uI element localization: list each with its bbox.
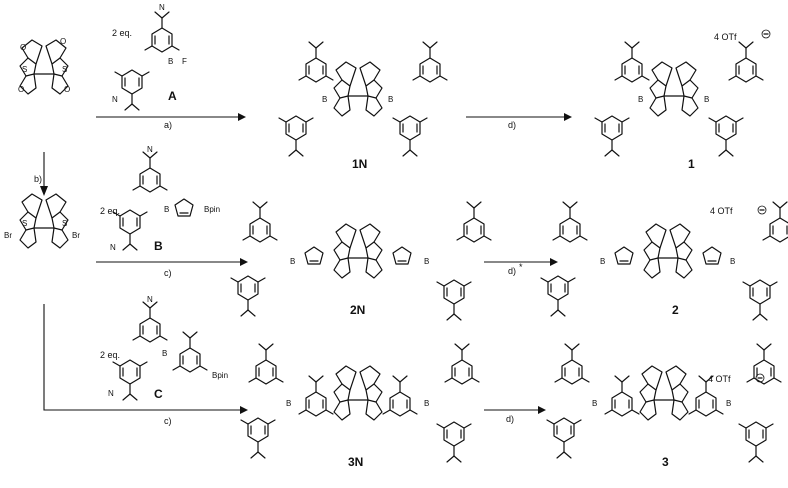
product-2n: B B 2N — [230, 201, 492, 321]
product-3: B B 4 OTf 3 — [546, 343, 782, 469]
sm-o3: O — [18, 85, 24, 94]
p2n-b-left: B — [290, 257, 295, 266]
condition-d2: d) — [508, 266, 516, 276]
counterion-minus-icon-2 — [757, 205, 767, 215]
p3n-b-left: B — [286, 399, 291, 408]
condition-d1: d) — [508, 120, 516, 130]
db-s-right: S — [62, 219, 67, 228]
p3-b-left: B — [592, 399, 597, 408]
p1n-b-left: B — [322, 95, 327, 104]
condition-d3: d) — [506, 414, 514, 424]
dibromo-br-left: Br — [4, 231, 12, 240]
reagent-b-bpin: Bpin — [204, 205, 220, 214]
arrow-c2 — [43, 304, 242, 411]
reagent-b-n-top: N — [147, 145, 153, 154]
condition-a: a) — [164, 120, 172, 130]
counterion-minus-icon — [761, 29, 771, 39]
condition-d2-mark: * — [519, 262, 523, 272]
reagent-c: B Bpin 2 eq. C N N — [100, 295, 228, 401]
product-3-counterion: 4 OTf — [708, 374, 731, 384]
product-1n-label: 1N — [352, 157, 367, 171]
product-1-label: 1 — [688, 157, 695, 171]
reagent-c-n-top: N — [147, 295, 153, 304]
dibromo-edot: Br Br S S — [4, 193, 80, 249]
sm-o4: O — [64, 85, 70, 94]
product-2-counterion: 4 OTf — [710, 206, 733, 216]
condition-c1: c) — [164, 268, 172, 278]
reagent-a-equiv: 2 eq. — [112, 28, 132, 38]
reagent-c-bpin: Bpin — [212, 371, 228, 380]
p2-b-left: B — [600, 257, 605, 266]
starting-material-edot: S S O O O O — [18, 37, 70, 95]
product-3-label: 3 — [662, 455, 669, 469]
p2-b-right: B — [730, 257, 735, 266]
reagent-a-n-bottom: N — [112, 95, 118, 104]
reagent-b-boron: B — [164, 205, 169, 214]
product-2: B B 4 OTf 2 — [540, 201, 788, 321]
p1-b-left: B — [638, 95, 643, 104]
reagent-c-boron: B — [162, 349, 167, 358]
sm-o1: O — [20, 43, 26, 52]
p1-b-right: B — [704, 95, 709, 104]
reagent-b-label: B — [154, 239, 163, 253]
reagent-a-n-top: N — [159, 3, 165, 12]
product-2n-label: 2N — [350, 303, 365, 317]
db-s-left: S — [22, 219, 27, 228]
p1n-b-right: B — [388, 95, 393, 104]
sm-o2: O — [60, 37, 66, 46]
condition-b: b) — [34, 174, 42, 184]
reagent-c-equiv: 2 eq. — [100, 350, 120, 360]
product-1-counterion: 4 OTf — [714, 32, 737, 42]
reagent-b-n-bottom: N — [110, 243, 116, 252]
product-3n: B B 3N — [240, 343, 480, 469]
dibromo-br-right: Br — [72, 231, 80, 240]
p3-b-right: B — [726, 399, 731, 408]
reagent-a-label: A — [168, 89, 177, 103]
p3n-b-right: B — [424, 399, 429, 408]
sm-s-left: S — [22, 65, 27, 74]
reagent-c-n-bottom: N — [108, 389, 114, 398]
p2n-b-right: B — [424, 257, 429, 266]
counterion-minus-icon-3 — [755, 373, 765, 383]
product-3n-label: 3N — [348, 455, 363, 469]
reagent-b-equiv: 2 eq. — [100, 206, 120, 216]
product-1: B B 4 OTf 1 — [594, 29, 771, 171]
product-2-label: 2 — [672, 303, 679, 317]
product-1n: B B 1N — [278, 41, 448, 171]
reagent-b: B Bpin 2 eq. B N N — [100, 145, 220, 253]
condition-c2: c) — [164, 416, 172, 426]
reagent-a-fluorine: F — [182, 57, 187, 66]
reagent-a-boron: B — [168, 57, 173, 66]
reagent-a: B F 2 eq. A N N — [112, 3, 187, 111]
reagent-c-label: C — [154, 387, 163, 401]
sm-s-right: S — [62, 65, 67, 74]
